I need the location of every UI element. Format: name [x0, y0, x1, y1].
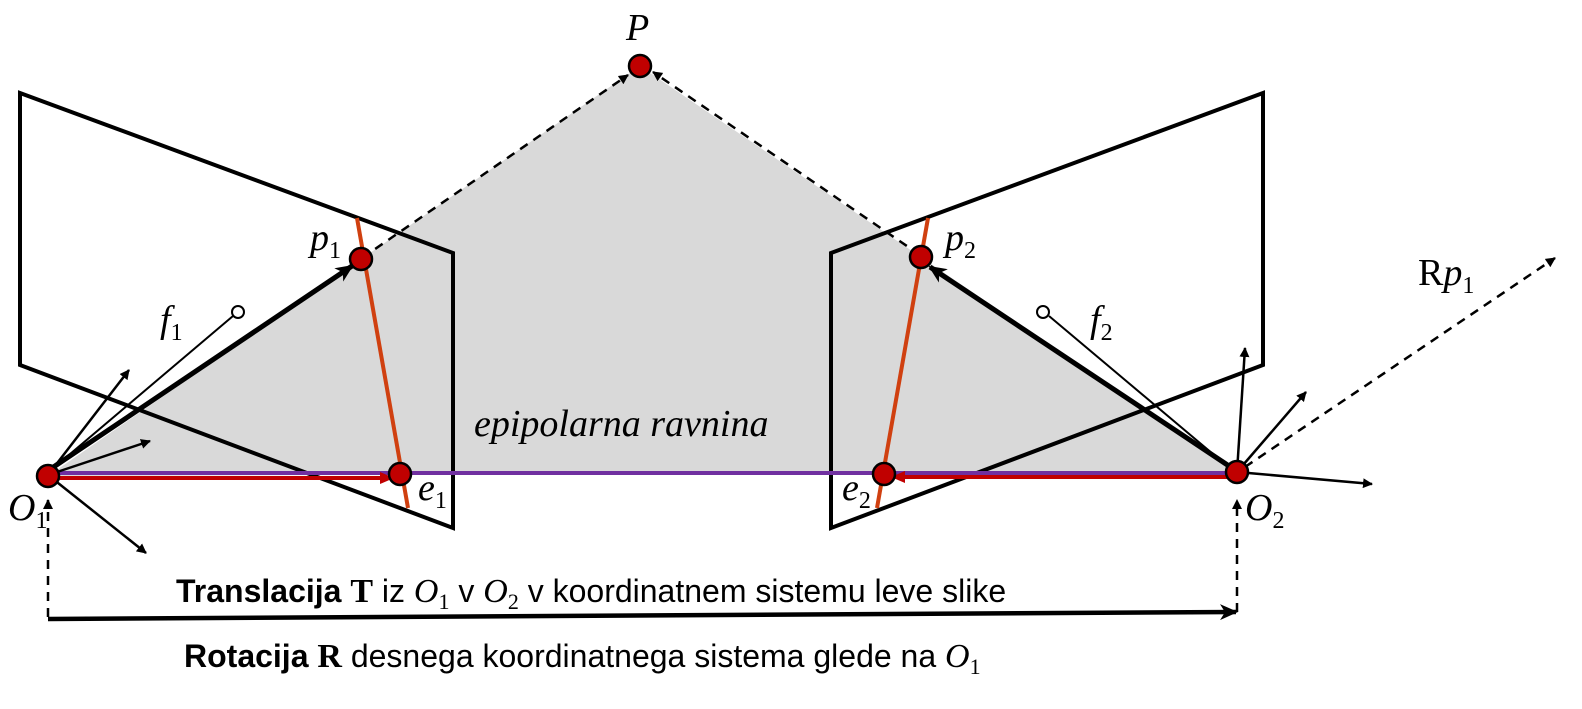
label-f2: f2 — [1090, 299, 1113, 346]
left-image-plane — [18, 90, 455, 531]
right-image-plane — [829, 90, 1265, 531]
label-f1: f1 — [160, 299, 183, 346]
caption-translation: Translacija T iz O1 v O2 v koordinatnem … — [176, 573, 1006, 614]
O1-to-p1-arrow — [50, 263, 354, 471]
point-P — [627, 53, 653, 79]
ray-p2-to-P — [652, 70, 921, 257]
label-epipolar-plane: epipolarna ravnina — [474, 403, 768, 445]
O2-to-p2-arrow — [928, 264, 1234, 471]
right-focal-point — [1036, 305, 1050, 319]
left-axis-right — [47, 439, 151, 477]
label-e1: e1 — [418, 467, 447, 514]
ray-p1-to-P — [361, 73, 629, 260]
label-e2: e2 — [842, 467, 871, 514]
point-p1 — [348, 246, 374, 272]
translation-arrow — [47, 604, 1238, 622]
left-focal-point — [231, 305, 245, 319]
label-O2: O2 — [1245, 487, 1284, 534]
caption-rotation: Rotacija R desnega koordinatnega sistema… — [184, 638, 981, 679]
left-axis-down — [47, 474, 147, 554]
right-axis-right — [1236, 470, 1373, 489]
point-O2 — [1224, 459, 1250, 485]
point-O1 — [35, 463, 61, 489]
Rp1-ray — [1244, 256, 1556, 469]
right-axis-diag — [1236, 391, 1307, 473]
point-e2 — [871, 461, 897, 487]
point-p2 — [908, 244, 934, 270]
point-e1 — [387, 461, 413, 487]
label-O1: O1 — [8, 487, 47, 534]
left-axis-up — [47, 369, 130, 476]
label-P: P — [625, 7, 649, 49]
label-Rp1: Rp1 — [1418, 252, 1474, 299]
left-focal-line — [49, 315, 234, 472]
right-axis-up — [1235, 347, 1250, 473]
right-focal-line — [1048, 315, 1233, 471]
label-p2: p2 — [942, 217, 976, 264]
epipolar-plane — [48, 66, 1237, 476]
label-p1: p1 — [307, 217, 341, 264]
